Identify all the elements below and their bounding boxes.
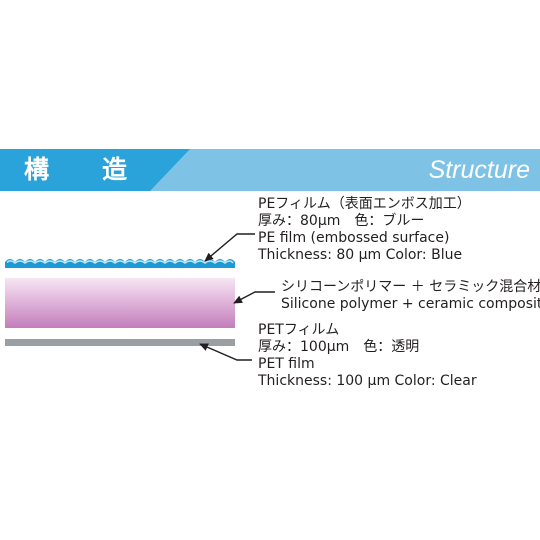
header-banner xyxy=(0,149,540,191)
silicone-ceramic-leader-arrow xyxy=(233,291,275,304)
pe-film-label: PEフィルム（表面エンボス加工） 厚み：80μm 色：ブルー PE film (… xyxy=(258,196,471,264)
header-tab-shape xyxy=(0,149,190,191)
pet-film-leader-arrow xyxy=(199,343,252,361)
pet-film-name-en: PET film xyxy=(258,356,315,372)
pe-film-spec-en: Thickness: 80 µm Color: Blue xyxy=(258,247,463,263)
pe-film-name-en: PE film (embossed surface) xyxy=(258,230,450,246)
silicone-ceramic-label: シリコーンポリマー ＋ セラミック混合材 Silicone polymer + … xyxy=(281,279,540,313)
pet-film-layer xyxy=(5,339,235,346)
pet-film-spec-jp: 厚み：100μm 色：透明 xyxy=(258,339,420,355)
pet-film-spec-en: Thickness: 100 µm Color: Clear xyxy=(258,373,477,389)
pet-film-name-jp: PETフィルム xyxy=(258,322,340,338)
header-title-jp: 構 造 xyxy=(24,155,142,184)
structure-header: 構 造 Structure xyxy=(0,149,540,191)
header-title-en: Structure xyxy=(428,156,530,184)
pe-film-spec-jp: 厚み：80μm 色：ブルー xyxy=(258,213,425,229)
pe-film-name-jp: PEフィルム（表面エンボス加工） xyxy=(258,196,471,212)
pe-film-highlight xyxy=(6,260,234,264)
silicone-ceramic-layer xyxy=(5,278,235,328)
pe-film-leader-arrow xyxy=(204,233,255,262)
pet-film-label: PETフィルム 厚み：100μm 色：透明 PET film Thickness… xyxy=(258,322,477,390)
silicone-ceramic-name-jp: シリコーンポリマー ＋ セラミック混合材 xyxy=(281,279,540,295)
silicone-ceramic-name-en: Silicone polymer + ceramic composite xyxy=(281,296,540,312)
